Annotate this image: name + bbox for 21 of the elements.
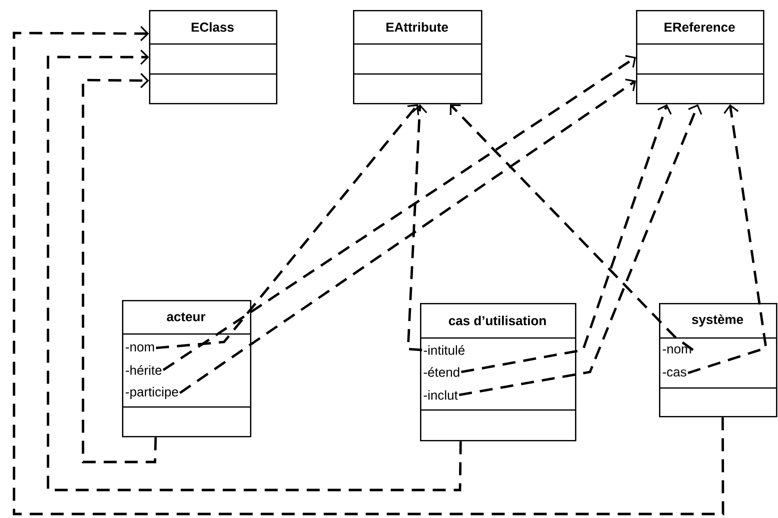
dashed-arrow [46, 50, 462, 492]
dashed-arrow [156, 104, 420, 350]
dashed-arrow [461, 104, 672, 374]
dashed-arrow [82, 73, 157, 464]
class-box: EReference [636, 10, 764, 104]
attribute-text: -étend [424, 367, 460, 377]
dashed-arrow [12, 26, 724, 516]
dashed-arrow [406, 104, 428, 352]
attribute-text: -nom [126, 344, 154, 352]
attribute-text: -intitulé [424, 345, 465, 355]
attribute-text: -participe [126, 386, 178, 400]
attribute-text: -inclut [424, 390, 458, 400]
class-box: EAttribute [353, 10, 482, 104]
class-box: EClass [149, 10, 278, 104]
dashed-arrow [162, 55, 636, 371]
dashed-arrow [458, 104, 702, 396]
dashed-arrow [688, 104, 768, 374]
attribute-text: -hérite [126, 365, 162, 375]
dashed-arrow [179, 78, 636, 394]
attribute-text: -cas [662, 369, 686, 377]
dashed-arrow [450, 104, 694, 351]
